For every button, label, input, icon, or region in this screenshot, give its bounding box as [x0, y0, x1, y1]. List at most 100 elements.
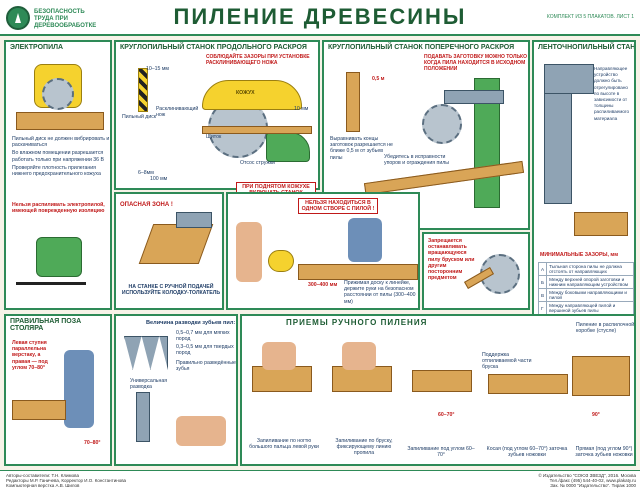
- footer-publisher: © Издательство "СОЮЗ ЗВЕЗД", 2016. Москв…: [538, 473, 636, 488]
- panel-stop-saw: Запрещается останавливать вращающуюся пи…: [422, 232, 530, 310]
- page-title: ПИЛЕНИЕ ДРЕВЕСИНЫ: [173, 4, 467, 29]
- caption: Запиливание по ногтю большого пальца лев…: [249, 438, 319, 451]
- kit-label: КОМПЛЕКТ ИЗ 5 ПЛАКАТОВ. ЛИСТ 1: [546, 14, 634, 20]
- table-cell: В: [537, 288, 548, 302]
- teeth-label: Правильно разведённые зубья: [176, 360, 236, 373]
- teeth-title: Величина разводки зубьев пил:: [146, 320, 236, 326]
- saw-blade-icon: [42, 78, 74, 110]
- posture-text: Левая ступня параллельна верстаку, а пра…: [12, 340, 48, 371]
- teeth-value: 0,5–0,7 мм для мягких пород: [176, 330, 230, 343]
- rule-text: Убедитесь в исправности упоров и огражде…: [384, 154, 449, 167]
- saw-teeth-icon: [124, 336, 168, 370]
- panel-title: ПРАВИЛЬНАЯ ПОЗА СТОЛЯРА: [10, 318, 82, 332]
- gap-value: 10–15 мм: [146, 66, 169, 72]
- worker-figure: [236, 222, 262, 282]
- line-warning: НЕЛЬЗЯ НАХОДИТЬСЯ В ОДНОМ СТВОРЕ С ПИЛОЙ…: [298, 198, 378, 214]
- pusher-note: НА СТАНКЕ С РУЧНОЙ ПОДАЧЕЙ ИСПОЛЬЗУЙТЕ К…: [121, 284, 221, 297]
- gap-value: 10 мм: [294, 106, 309, 112]
- gap-value: 0,5 м: [372, 76, 385, 82]
- panel-posture: ПРАВИЛЬНАЯ ПОЗА СТОЛЯРА Левая ступня пар…: [4, 314, 112, 466]
- label: Расклинивающий нож: [156, 106, 199, 119]
- footer: Авторы-составители: Т.Н. Климова Редакто…: [0, 470, 640, 488]
- gap-value: 6–8мм: [138, 170, 154, 176]
- board: [298, 264, 418, 280]
- workpiece: [574, 212, 628, 236]
- label: Щиток: [206, 134, 222, 140]
- angle-value: 90°: [592, 412, 600, 418]
- guide-note: Направляющее устройство должно быть отре…: [594, 66, 630, 121]
- panel-hand-sawing: ПРИЕМЫ РУЧНОГО ПИЛЕНИЯ Пиление в распило…: [240, 314, 636, 466]
- panel-danger-zone: ОПАСНАЯ ЗОНА ! НА СТАНКЕ С РУЧНОЙ ПОДАЧЕ…: [114, 192, 224, 310]
- power-cord-icon: [16, 282, 86, 285]
- hand-icon: [342, 342, 376, 370]
- logo-icon: [6, 6, 30, 30]
- series-label: БЕЗОПАСНОСТЬ ТРУДА ПРИ ДЕРЕВООБРАБОТКЕ: [34, 9, 97, 29]
- teeth-value: 0,3–0,5 мм для твердых пород: [176, 344, 234, 357]
- tool-label: Универсальная разводка: [130, 378, 168, 391]
- table-cell: Тыльная сторона пилы не должна отстоять …: [546, 262, 634, 276]
- miter-box: [572, 356, 630, 396]
- panel-title: ПРИЕМЫ РУЧНОГО ПИЛЕНИЯ: [286, 318, 428, 327]
- panel-long-saw: КРУГЛОПИЛЬНЫЙ СТАНОК ПРОДОЛЬНОГО РАСКРОЯ…: [114, 40, 320, 204]
- label: Отсос стружки: [240, 160, 276, 166]
- header: БЕЗОПАСНОСТЬ ТРУДА ПРИ ДЕРЕВООБРАБОТКЕ П…: [0, 0, 640, 36]
- table-cell: Между верхней опорой заготовки и нижним …: [546, 275, 634, 289]
- hazard-stripe-icon: [138, 68, 148, 112]
- gap-note: СОБЛЮДАЙТЕ ЗАЗОРЫ ПРИ УСТАНОВКЕ РАСКЛИНИ…: [206, 54, 310, 67]
- panel-electro: ЭЛЕКТРОПИЛА Пильный диск не должен вибри…: [4, 40, 112, 310]
- hand-icon: [262, 342, 296, 370]
- caption: Запиливание под углом 60–70°: [407, 446, 475, 459]
- hand-icon: [176, 416, 226, 446]
- angle-value: 70–80°: [84, 440, 101, 446]
- caption: Пиление в распилочной коробке (стусле): [576, 322, 635, 335]
- table-cell: Между направляющей пилой и вершиной зубь…: [546, 301, 634, 315]
- saw-body-icon: [36, 237, 82, 277]
- table-cell: Г: [537, 301, 548, 315]
- rule-item: Пильный диск не должен вибрировать и рас…: [12, 136, 110, 149]
- warning-text: Нельзя распиливать электропилой, имеющей…: [12, 202, 105, 215]
- rule-item: Во влажном помещении разрешается работат…: [12, 150, 104, 163]
- circular-saw-icon: [422, 104, 462, 144]
- panel-band-saw: ЛЕНТОЧНОПИЛЬНЫЙ СТАНОК Направляющее устр…: [532, 40, 636, 320]
- board: [138, 224, 214, 264]
- saw-guard: [268, 250, 294, 272]
- feed-note: ПОДАВАТЬ ЗАГОТОВКУ МОЖНО ТОЛЬКО КОГДА ПИ…: [424, 54, 527, 73]
- worker-figure: [348, 218, 382, 262]
- board: [412, 370, 472, 392]
- panel-title: ЭЛЕКТРОПИЛА: [10, 44, 64, 51]
- rule-list: Пильный диск не должен вибрировать и рас…: [12, 136, 110, 177]
- table-cell: Б: [537, 275, 548, 289]
- chip-exhaust: [266, 132, 310, 162]
- rule-text: Выравнивать концы заготовок разрешается …: [330, 136, 393, 161]
- set-tool-icon: [136, 392, 150, 442]
- caption: Косая (под углом 60–70°) заточка зубьев …: [486, 446, 568, 459]
- caption: Прямая (под углом 90°) заточка зубьев но…: [575, 446, 633, 459]
- caption: Запиливание по бруску, фиксирующему лини…: [335, 438, 393, 457]
- distance-value: 300–400 мм: [308, 282, 338, 288]
- workbench: [12, 400, 66, 420]
- panel-title: ЛЕНТОЧНОПИЛЬНЫЙ СТАНОК: [538, 44, 634, 51]
- saw-guard: [176, 212, 212, 228]
- panel-teeth: Величина разводки зубьев пил: 0,5–0,7 мм…: [114, 314, 238, 466]
- min-gaps-title: МИНИМАЛЬНЫЕ ЗАЗОРЫ, мм: [540, 252, 619, 258]
- table-cell: А: [537, 262, 548, 276]
- panel-title: КРУГЛОПИЛЬНЫЙ СТАНОК ПРОДОЛЬНОГО РАСКРОЯ: [120, 44, 307, 51]
- angle-value: 60–70°: [438, 412, 455, 418]
- panel-cross-saw: КРУГЛОПИЛЬНЫЙ СТАНОК ПОПЕРЕЧНОГО РАСКРОЯ…: [322, 40, 530, 230]
- worker-figure: [64, 350, 94, 428]
- hood-label: КОЖУХ: [236, 90, 255, 96]
- gap-value: 100 мм: [150, 176, 168, 182]
- caption: Поддержка отпиливаемой части бруска: [482, 352, 532, 371]
- board: [332, 366, 392, 392]
- board: [16, 112, 104, 130]
- footer-credits: Авторы-составители: Т.Н. Климова Редакто…: [6, 473, 127, 488]
- table-cell: Между боковыми направляющими и пилой: [546, 288, 634, 302]
- board: [488, 374, 568, 394]
- press-rule: Прижимая доску к линейке, держите руки н…: [344, 280, 416, 305]
